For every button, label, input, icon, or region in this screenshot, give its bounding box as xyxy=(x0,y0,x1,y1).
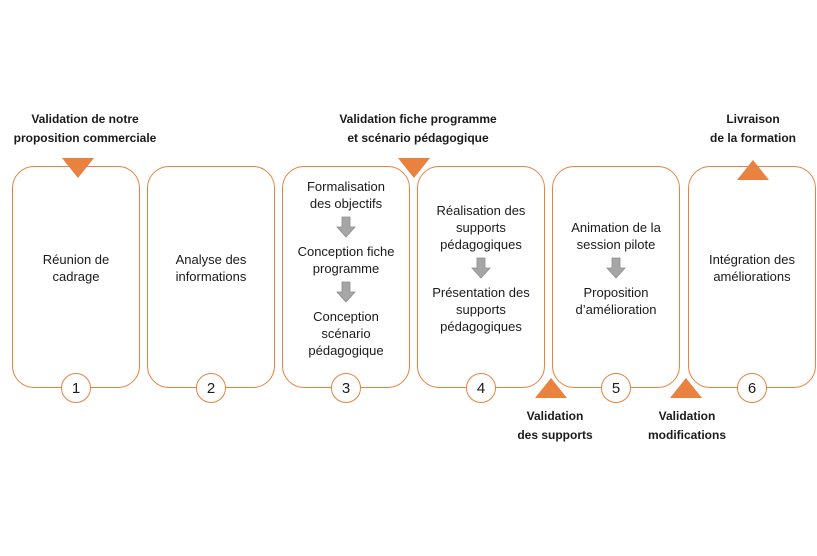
down-arrow-icon xyxy=(336,216,356,238)
phase-1-step-1: Réunion de cadrage xyxy=(42,252,110,284)
down-arrow-icon xyxy=(471,257,491,279)
down-arrow-icon xyxy=(606,257,626,279)
phase-card-6: Intégration des améliorations xyxy=(688,166,816,388)
phase-card-5: Animation de la session pilote Propositi… xyxy=(552,166,680,388)
phase-card-1: Réunion de cadrage xyxy=(12,166,140,388)
milestone-label-fiche-programme: Validation fiche programme et scénario p… xyxy=(339,112,497,145)
down-arrow-icon xyxy=(336,281,356,303)
milestone-up-triangle-icon xyxy=(737,160,769,180)
phase-number-badge-6: 6 xyxy=(737,373,767,403)
phase-5-step-1: Animation de la session pilote xyxy=(571,219,661,252)
phase-card-4: Réalisation des supports pédagogiques Pr… xyxy=(417,166,545,388)
phase-number-badge-1: 1 xyxy=(61,373,91,403)
phase-3-step-1: Formalisation des objectifs xyxy=(306,178,386,211)
milestone-label-supports: Validation des supports xyxy=(517,409,593,442)
milestone-label-modifications: Validation modifications xyxy=(647,409,726,442)
phase-2-step-1: Analyse des informations xyxy=(175,252,247,284)
milestone-down-triangle-icon xyxy=(398,158,430,178)
phase-3-step-3: Conception scénario pédagogique xyxy=(308,308,384,358)
phase-number-badge-3: 3 xyxy=(331,373,361,403)
phase-6-step-1: Intégration des améliorations xyxy=(708,252,795,284)
milestone-label-proposition: Validation de notre proposition commerci… xyxy=(13,112,157,145)
phase-number-badge-4: 4 xyxy=(466,373,496,403)
phase-4-step-1: Réalisation des supports pédagogiques xyxy=(436,202,526,252)
phase-3-step-2: Conception fiche programme xyxy=(297,243,395,276)
milestone-label-livraison: Livraison de la formation xyxy=(709,112,796,145)
milestone-up-triangle-icon xyxy=(535,378,567,398)
phase-5-step-2: Proposition d’amélioration xyxy=(575,284,657,317)
milestone-up-triangle-icon xyxy=(670,378,702,398)
phase-card-2: Analyse des informations xyxy=(147,166,275,388)
milestone-down-triangle-icon xyxy=(62,158,94,178)
phase-4-step-2: Présentation des supports pédagogiques xyxy=(432,284,530,334)
phase-number-badge-2: 2 xyxy=(196,373,226,403)
phase-card-3: Formalisation des objectifs Conception f… xyxy=(282,166,410,388)
phase-number-badge-5: 5 xyxy=(601,373,631,403)
